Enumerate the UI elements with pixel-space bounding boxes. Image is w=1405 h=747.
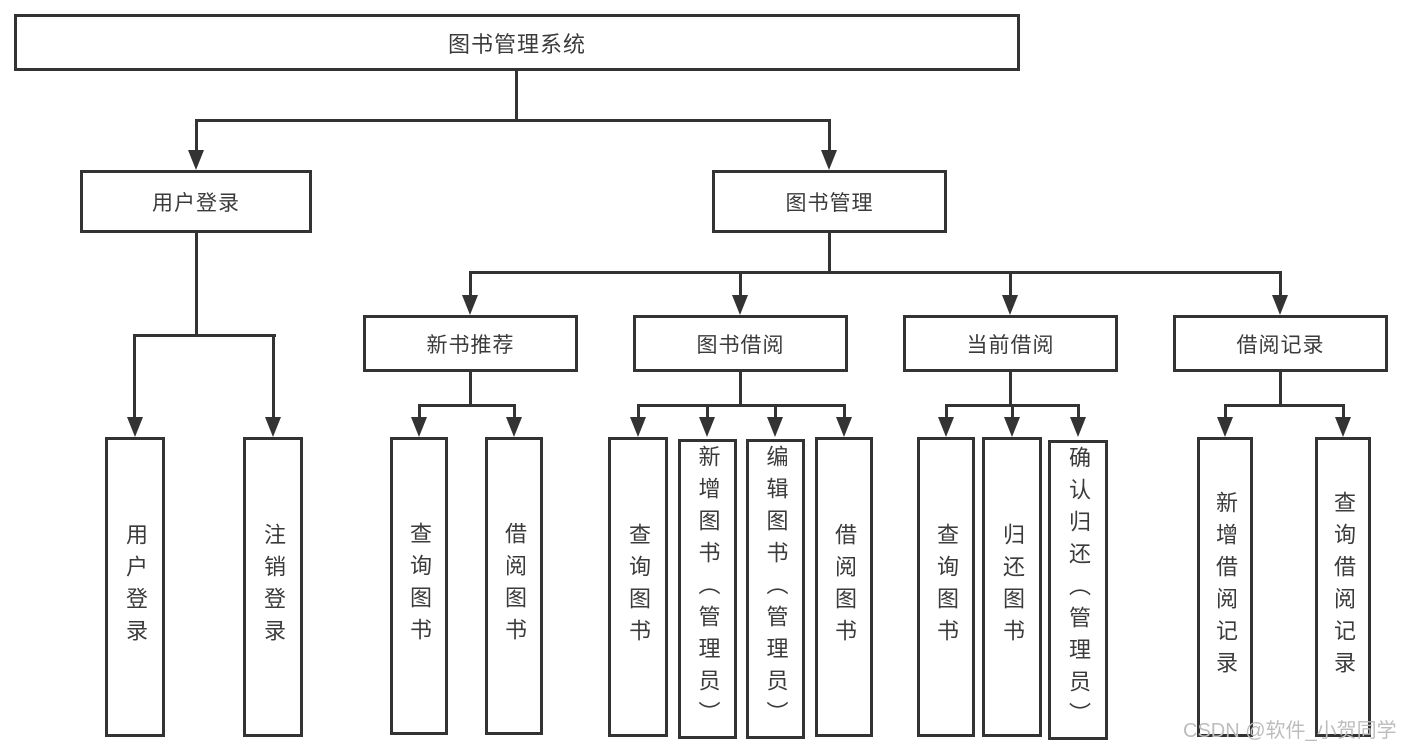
- leaf-current-return-book: 归还图书: [982, 437, 1042, 737]
- arrowhead-down-icon: [265, 417, 281, 437]
- arrowhead-down-icon: [767, 417, 783, 437]
- connector-vline: [1077, 404, 1080, 420]
- connector-vline: [739, 271, 742, 298]
- connector-vline: [1009, 372, 1012, 407]
- connector-vline: [513, 404, 516, 420]
- connector-vline: [272, 334, 275, 419]
- node-library-management-system: 图书管理系统: [14, 14, 1020, 71]
- arrowhead-down-icon: [1335, 417, 1351, 437]
- connector-vline: [1009, 271, 1012, 298]
- leaf-logout: 注销登录: [243, 437, 303, 737]
- connector-vline: [1224, 404, 1227, 420]
- leaf-records-add-borrow-record: 新增借阅记录: [1197, 437, 1253, 737]
- arrowhead-down-icon: [821, 150, 837, 170]
- connector-vline: [828, 233, 831, 274]
- connector-hline: [1224, 404, 1345, 407]
- arrowhead-down-icon: [1070, 417, 1086, 437]
- connector-vline: [1279, 372, 1282, 407]
- node-user-login: 用户登录: [80, 170, 312, 233]
- arrowhead-down-icon: [630, 417, 646, 437]
- arrowhead-down-icon: [1217, 417, 1233, 437]
- connector-vline: [739, 372, 742, 407]
- leaf-recommend-borrow-book: 借阅图书: [485, 437, 543, 735]
- connector-vline: [1342, 404, 1345, 420]
- node-borrow-records: 借阅记录: [1173, 315, 1388, 372]
- connector-vline: [706, 404, 709, 420]
- arrowhead-down-icon: [506, 417, 522, 437]
- connector-vline: [515, 70, 518, 120]
- connector-hline: [133, 334, 276, 337]
- connector-vline: [774, 404, 777, 420]
- leaf-recommend-query-book: 查询图书: [390, 437, 448, 735]
- node-book-borrow: 图书借阅: [633, 315, 848, 372]
- leaf-borrow-add-book-admin: 新增图书（管理员）: [678, 439, 737, 739]
- connector-vline: [1279, 271, 1282, 298]
- leaf-user-login: 用户登录: [105, 437, 165, 737]
- arrowhead-down-icon: [938, 417, 954, 437]
- csdn-watermark: CSDN @软件_小贺同学: [1183, 720, 1397, 742]
- connector-vline: [1011, 404, 1014, 420]
- node-book-management: 图书管理: [712, 170, 947, 233]
- node-current-borrow: 当前借阅: [903, 315, 1118, 372]
- connector-vline: [418, 404, 421, 420]
- leaf-records-query-borrow-record: 查询借阅记录: [1315, 437, 1371, 737]
- arrowhead-down-icon: [1004, 417, 1020, 437]
- connector-vline: [945, 404, 948, 420]
- connector-vline: [133, 334, 136, 419]
- connector-vline: [843, 404, 846, 420]
- arrowhead-down-icon: [836, 417, 852, 437]
- leaf-current-query-book: 查询图书: [917, 437, 975, 737]
- connector-hline: [469, 271, 1282, 274]
- connector-vline: [828, 119, 831, 152]
- connector-vline: [195, 233, 198, 337]
- leaf-current-confirm-return-admin: 确认归还（管理员）: [1048, 440, 1108, 740]
- node-new-book-recommend: 新书推荐: [363, 315, 578, 372]
- leaf-borrow-edit-book-admin: 编辑图书（管理员）: [746, 439, 805, 739]
- arrowhead-down-icon: [127, 417, 143, 437]
- connector-hline: [195, 119, 831, 122]
- arrowhead-down-icon: [699, 417, 715, 437]
- connector-vline: [637, 404, 640, 420]
- leaf-borrow-query-book: 查询图书: [608, 437, 668, 737]
- connector-vline: [469, 271, 472, 298]
- connector-hline: [418, 404, 516, 407]
- arrowhead-down-icon: [188, 150, 204, 170]
- arrowhead-down-icon: [411, 417, 427, 437]
- leaf-borrow-borrow-book: 借阅图书: [815, 437, 873, 737]
- arrowhead-down-icon: [462, 295, 478, 315]
- arrowhead-down-icon: [1272, 295, 1288, 315]
- arrowhead-down-icon: [1002, 295, 1018, 315]
- arrowhead-down-icon: [732, 295, 748, 315]
- connector-vline: [195, 119, 198, 152]
- connector-vline: [469, 372, 472, 407]
- connector-hline: [637, 404, 846, 407]
